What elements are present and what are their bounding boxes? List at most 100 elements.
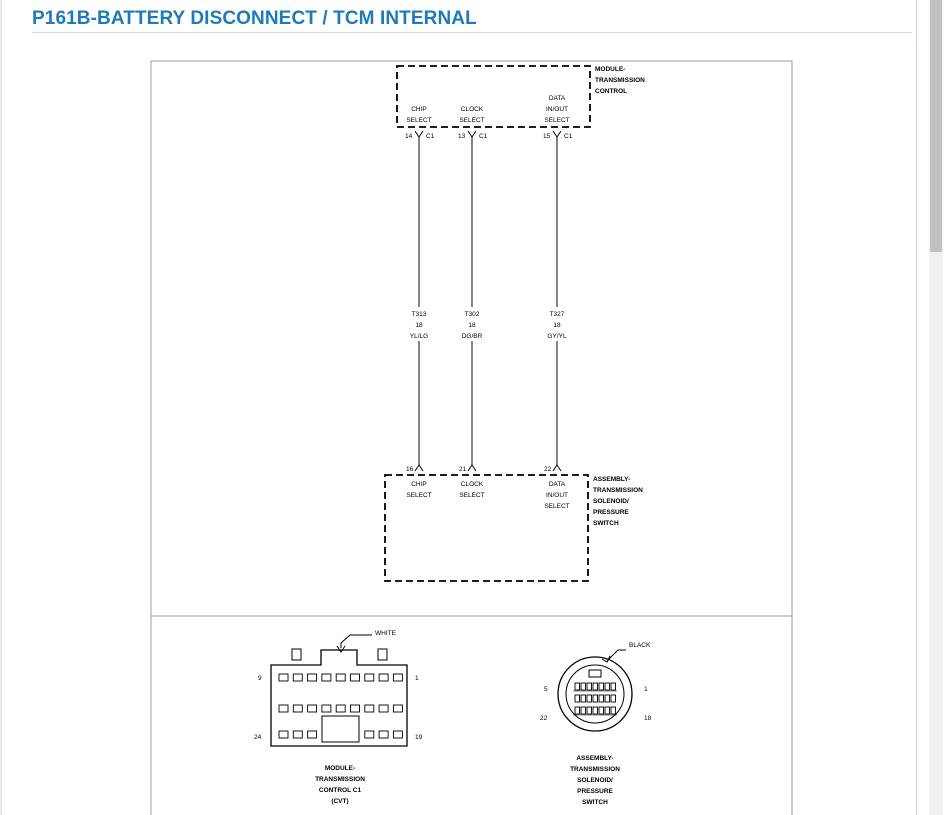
solenoid-pin-label: SELECT: [459, 492, 484, 499]
solenoid-pin-label: CHIP: [411, 481, 427, 488]
solenoid-name-line-4: PRESSURE: [593, 509, 629, 516]
connector-cavity: [598, 682, 604, 691]
wire-color: DG/BR: [462, 333, 483, 340]
connector-cavity: [321, 673, 332, 682]
tcm-terminal-symbol: [467, 130, 477, 140]
tcm-pin-number: 15: [543, 133, 551, 140]
connector-cavity: [610, 682, 616, 691]
connector-pin-number: 5: [544, 686, 548, 693]
solenoid-pin-number: 22: [544, 466, 552, 473]
connector-cavity: [592, 706, 598, 715]
tcm-pin-label: CHIP: [411, 106, 427, 113]
connector-caption-line: PRESSURE: [577, 788, 613, 795]
connector-cavity: [292, 730, 303, 739]
connector-color-leader: [607, 649, 626, 661]
solenoid-pin-number: 16: [406, 466, 414, 473]
connector-pin-number: 18: [644, 715, 652, 722]
tcm-pin-label: SELECT: [544, 117, 569, 124]
tcm-module-box: [396, 65, 591, 128]
connector-cavity: [392, 673, 403, 682]
wire-label-t327: T327 18 GY/YL: [547, 311, 567, 340]
connector-pin-number: 19: [415, 734, 423, 741]
solenoid-name-line-5: SWITCH: [593, 520, 619, 527]
connector-cavity: [307, 704, 318, 713]
connector-cavity: [278, 730, 289, 739]
connector-pin-number: 1: [415, 675, 419, 682]
tcm-name-line-2: TRANSMISSION: [595, 77, 645, 84]
connector-cavity: [580, 694, 586, 703]
tcm-pin-label: IN/OUT: [546, 106, 568, 113]
connector-cavity: [598, 694, 604, 703]
tcm-terminal-symbol: [552, 130, 562, 140]
connector-cavity: [307, 673, 318, 682]
connector-cavity: [574, 694, 580, 703]
connector-color-label: BLACK: [629, 642, 651, 649]
scrollbar-thumb[interactable]: [930, 0, 942, 252]
solenoid-pin-clock-select: 21 CLOCK SELECT: [459, 466, 485, 499]
connector-cavity: [580, 682, 586, 691]
connector-caption-line: ASSEMBLY-: [576, 755, 613, 762]
connector-pin-number: 1: [644, 686, 648, 693]
connector-tcm-c1: WHITE 9 1 24 19 MODULE- TRANSMISSION CON…: [254, 630, 423, 805]
content-border: [916, 0, 917, 815]
wire-circuit: T313: [412, 311, 427, 318]
connector-cavity: [350, 673, 360, 682]
connector-caption-line: (CVT): [331, 798, 348, 805]
connector-cavity: [350, 704, 360, 713]
connector-cavity: [378, 704, 389, 713]
connector-cavity: [335, 673, 346, 682]
connector-cavity: [610, 706, 616, 715]
tcm-pin-number: 13: [458, 133, 466, 140]
connector-cavity: [335, 704, 346, 713]
connector-cavity: [292, 704, 303, 713]
leader-arrow: [601, 655, 611, 663]
wiring-diagram: MODULE- TRANSMISSION CONTROL CHIP SELECT…: [150, 60, 793, 815]
tcm-terminals: [414, 130, 562, 140]
diagram-frame: [150, 60, 793, 815]
connector-cavity: [604, 694, 610, 703]
solenoid-pin-data-select: 22 DATA IN/OUT SELECT: [544, 466, 570, 510]
connector-cavity: [604, 682, 610, 691]
connector-cavity: [610, 694, 616, 703]
solenoid-name-line-1: ASSEMBLY-: [593, 476, 630, 483]
wire-circuit: T302: [465, 311, 480, 318]
wire-circuit: T327: [550, 311, 565, 318]
connector-pin-number: 9: [258, 675, 262, 682]
connector-cavity: [378, 730, 389, 739]
connector-cavity: [586, 706, 592, 715]
tcm-pin-label: SELECT: [459, 117, 484, 124]
tcm-terminal-symbol: [414, 130, 424, 140]
tcm-pin-label: SELECT: [406, 117, 431, 124]
solenoid-terminal-symbol: [552, 464, 562, 472]
page-title: P161B-BATTERY DISCONNECT / TCM INTERNAL: [32, 8, 477, 29]
connector-cavity: [574, 706, 580, 715]
connector-caption-line: TRANSMISSION: [570, 766, 620, 773]
tcm-pin-data-select: DATA IN/OUT SELECT 15 C1: [543, 95, 573, 140]
connector-cavity: [598, 706, 604, 715]
tcm-pin-label: DATA: [549, 95, 566, 102]
solenoid-pin-label: DATA: [549, 481, 566, 488]
wire-color: YL/LG: [410, 333, 428, 340]
connector-caption-line: SWITCH: [582, 799, 608, 806]
solenoid-pin-chip-select: 16 CHIP SELECT: [406, 466, 432, 499]
connector-cavity: [364, 673, 375, 682]
wires: [418, 140, 558, 465]
connector-cavity: [574, 682, 580, 691]
connector-cavity: [378, 673, 389, 682]
tcm-pin-chip-select: CHIP SELECT 14 C1: [405, 106, 435, 140]
connector-color-label: WHITE: [375, 630, 397, 637]
connector-cavities: [573, 682, 617, 716]
wire-gauge: 18: [468, 322, 476, 329]
vertical-scrollbar[interactable]: [929, 0, 943, 815]
solenoid-terminals: [414, 464, 562, 472]
solenoid-module-box: [384, 474, 589, 582]
connector-pin-number: 24: [254, 734, 262, 741]
tcm-connector-id: C1: [564, 133, 573, 140]
title-divider: [32, 32, 912, 33]
connector-caption-line: SOLENOID/: [577, 777, 613, 784]
connector-color-leader: [340, 634, 372, 648]
connector-latch: [291, 648, 302, 661]
tcm-pin-number: 14: [405, 133, 413, 140]
connector-latch: [377, 648, 388, 661]
connector-caption-line: MODULE-: [325, 765, 355, 772]
